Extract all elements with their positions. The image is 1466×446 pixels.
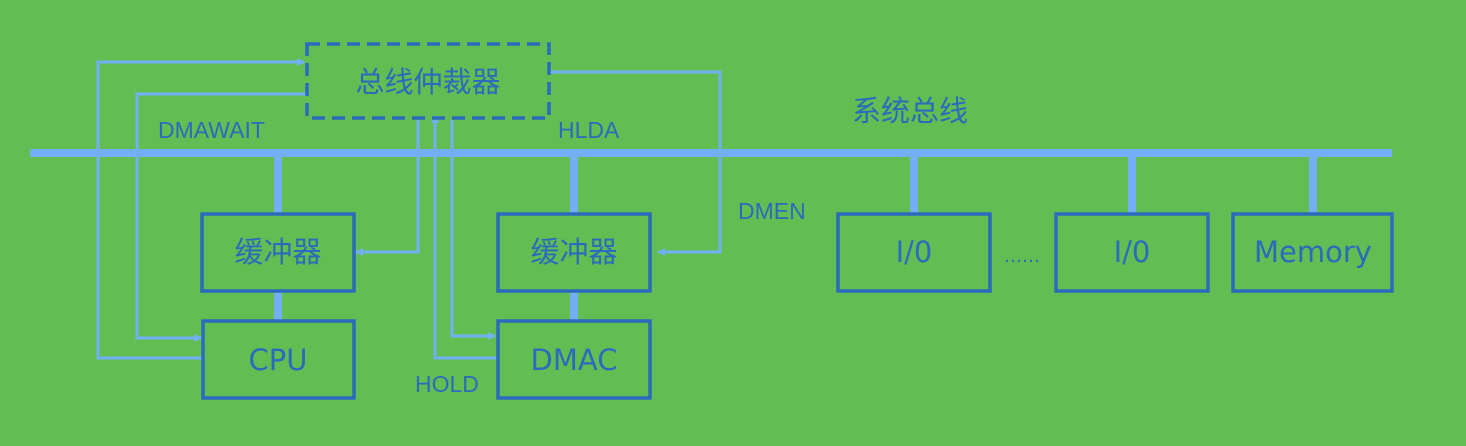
cpu-box: CPU (201, 319, 356, 400)
io-box-1: I/0 (836, 212, 992, 293)
io-1-label: I/0 (896, 235, 933, 269)
dmac-box: DMAC (496, 319, 652, 400)
signal-hlda-label: HLDA (558, 117, 620, 143)
bus-arbiter-label: 总线仲裁器 (355, 65, 500, 99)
signal-dmen-label: DMEN (738, 198, 806, 224)
buffer-left-label: 缓冲器 (234, 235, 321, 269)
io-ellipsis: …… (1004, 246, 1040, 267)
system-bus-label: 系统总线 (852, 94, 968, 128)
dmac-label: DMAC (531, 343, 618, 377)
cpu-label: CPU (249, 343, 308, 377)
signal-hold-label: HOLD (415, 371, 479, 397)
cpu-to-arbiter-line (96, 58, 305, 360)
dmen-line (550, 70, 722, 256)
io-box-2: I/0 (1054, 212, 1210, 293)
dmawait-line (135, 92, 306, 342)
control-signal-lines (96, 58, 722, 360)
arbiter-to-buffer-left-line (355, 120, 420, 256)
bus-taps (274, 153, 1317, 321)
memory-box: Memory (1231, 212, 1394, 293)
hold-line (431, 115, 497, 360)
bus-arbiter: 总线仲裁器 (305, 42, 551, 120)
buffer-left-box: 缓冲器 (200, 212, 356, 293)
hlda-line (450, 120, 496, 340)
buffer-mid-label: 缓冲器 (530, 235, 617, 269)
memory-label: Memory (1254, 235, 1372, 269)
signal-dmawait-label: DMAWAIT (158, 117, 265, 143)
buffer-mid-box: 缓冲器 (496, 212, 652, 293)
io-2-label: I/0 (1114, 235, 1151, 269)
